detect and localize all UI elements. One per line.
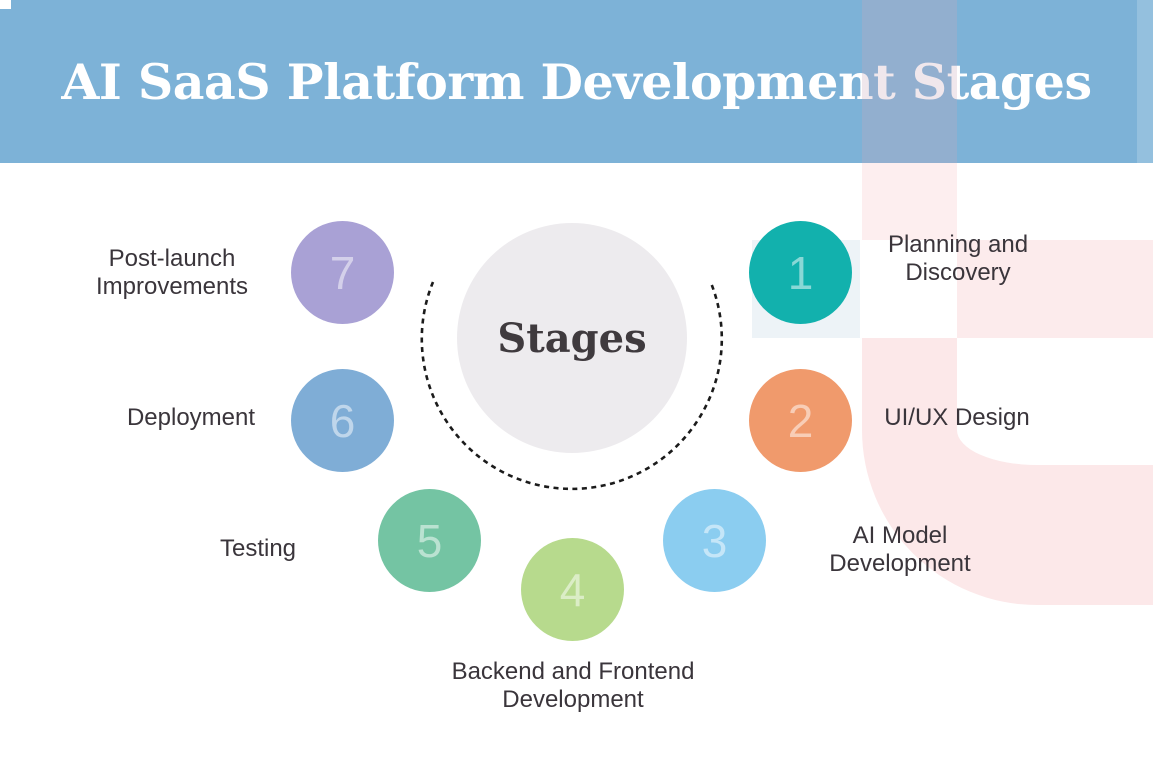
deco-pink-square [862,163,957,240]
stage-5-label: Testing [219,535,297,562]
stage-5-number: 5 [416,514,443,567]
stage-6-label: Deployment [126,404,256,431]
stage-7-label: Post-launch Improvements [95,245,249,300]
stage-6-circle: 6 [291,369,394,472]
center-label: Stages [497,314,647,362]
stage-7-circle: 7 [291,221,394,324]
stage-5-circle: 5 [378,489,481,592]
stage-2-circle: 2 [749,369,852,472]
stage-4-label: Backend and Frontend Development [451,658,695,713]
stage-4-circle: 4 [521,538,624,641]
stage-3-circle: 3 [663,489,766,592]
stage-3-number: 3 [701,514,728,567]
stage-2-label: UI/UX Design [884,404,1030,431]
stage-3-label: AI Model Development [829,522,971,577]
header-banner: AI SaaS Platform Development Stages [0,0,1153,163]
stage-2-number: 2 [787,394,814,447]
center-circle: Stages [457,223,687,453]
stage-6-number: 6 [329,394,356,447]
page-title: AI SaaS Platform Development Stages [61,52,1092,111]
stage-7-number: 7 [329,246,356,299]
stage-1-label: Planning and Discovery [887,231,1029,286]
stage-4-number: 4 [559,563,586,616]
